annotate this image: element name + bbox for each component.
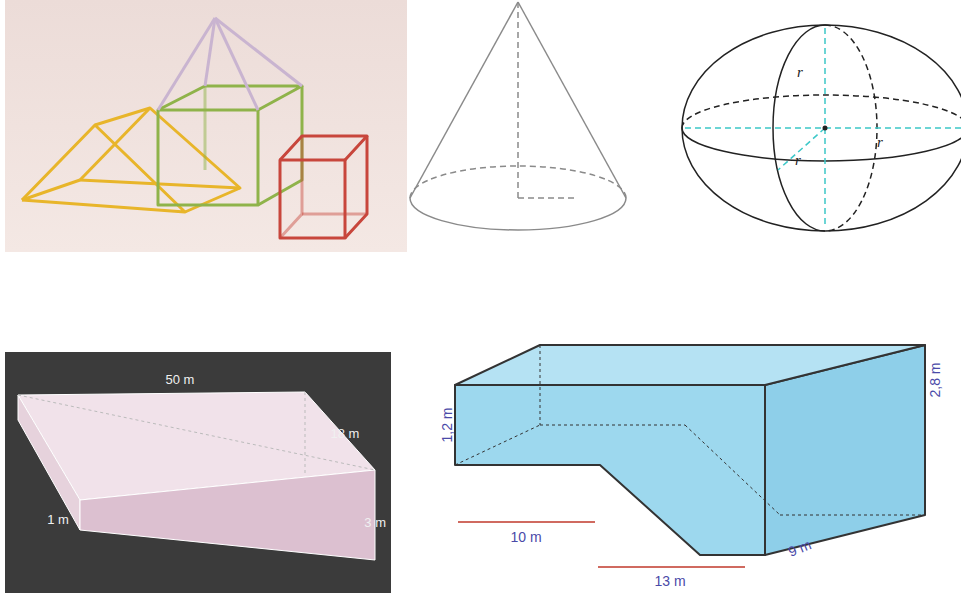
wire-shapes: [22, 18, 367, 238]
radius-label: r: [797, 65, 803, 80]
dimension-label: 50 m: [166, 373, 195, 386]
stepped-pool: [455, 345, 925, 567]
radius-label: r: [877, 135, 883, 150]
cone: [410, 2, 626, 230]
dimension-label: 3 m: [364, 516, 386, 529]
dimension-label: 18 m: [331, 427, 360, 440]
dimension-label: 13 m: [654, 574, 685, 588]
pool-panel: [5, 352, 391, 593]
dimension-label: 1,2 m: [440, 407, 454, 442]
sphere: [682, 25, 961, 231]
radius-label: r: [795, 153, 801, 168]
sloped-pool: [18, 392, 375, 560]
dimension-label: 1 m: [47, 513, 69, 526]
photo-panel: [5, 0, 407, 252]
dimension-label: 2,8 m: [928, 362, 942, 397]
dimension-label: 10 m: [510, 530, 541, 544]
